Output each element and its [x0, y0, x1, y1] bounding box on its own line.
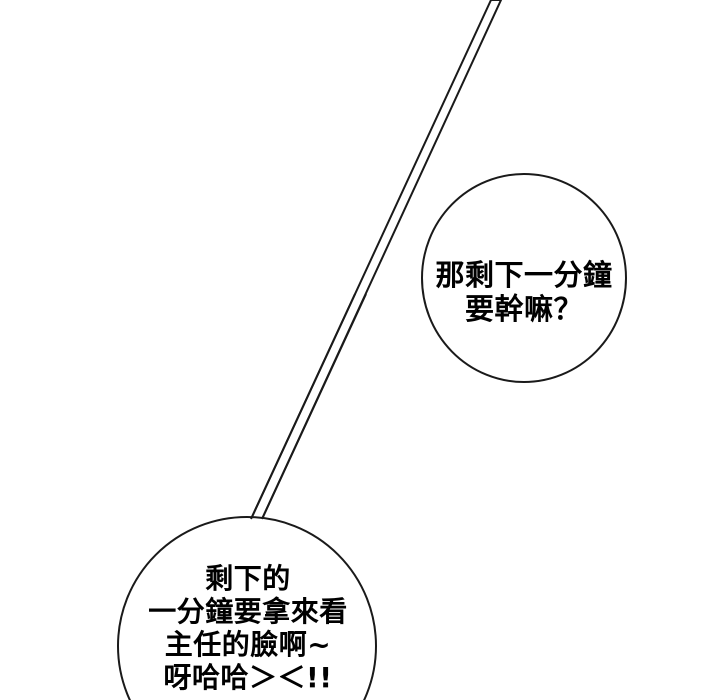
bubble-lower-line-1: 剩下的 [205, 562, 291, 595]
speech-bubble-upper-text: 那剩下一分鐘 要幹嘛？ [412, 258, 636, 326]
bubble-upper-line-1: 那剩下一分鐘 [435, 258, 613, 292]
speech-bubble-lower [117, 516, 377, 700]
speech-bubble-tail-base [250, 293, 367, 520]
bubble-upper-line-2: 要幹嘛？ [464, 292, 583, 326]
speech-bubble-upper [421, 173, 627, 383]
bubble-lower-line-2: 一分鐘要拿來看 [148, 595, 348, 628]
bubble-lower-line-3: 主任的臉啊~ [164, 628, 332, 661]
speech-bubble-lower-text: 剩下的 一分鐘要拿來看 主任的臉啊~ 呀哈哈＞＜!! [118, 562, 378, 694]
bubble-lower-line-4: 呀哈哈＞＜!! [163, 661, 333, 694]
